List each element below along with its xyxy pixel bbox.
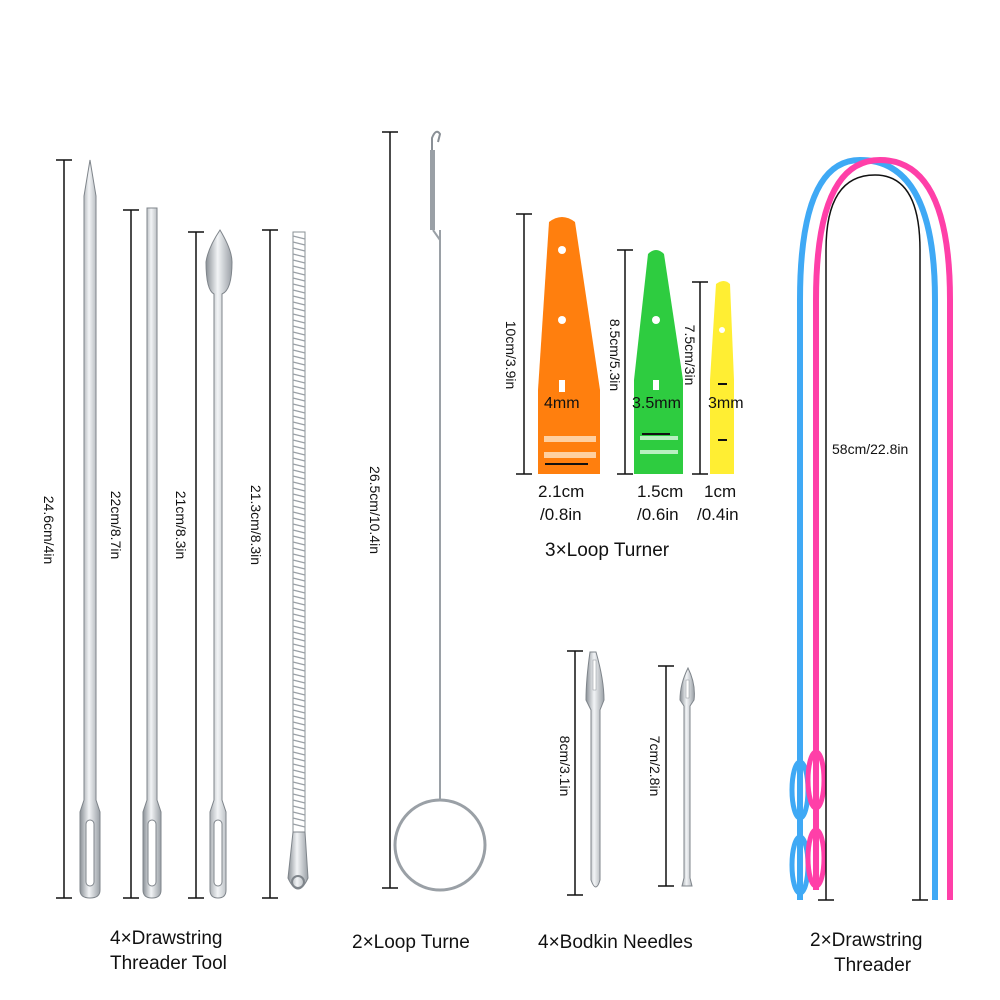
loop-turner-height-2: 8.5cm/5.3in	[607, 319, 623, 391]
bodkin-caption: 4×Bodkin Needles	[538, 932, 693, 953]
threader-dim-2: 22cm/8.7in	[108, 491, 124, 559]
bodkin-dimension-lines	[567, 650, 674, 896]
loop-turner-width-3a: 1cm	[704, 482, 736, 501]
loop-turner-width-1a: 2.1cm	[538, 482, 584, 501]
bodkin-dim-1: 8cm/3.1in	[557, 736, 573, 797]
drawstring-threader-caption-line1: 2×Drawstring	[810, 930, 922, 951]
bodkin-dim-2: 7cm/2.8in	[647, 736, 663, 797]
threader-needle-pointed	[79, 159, 101, 899]
loop-turner-orange	[538, 217, 600, 474]
bodkin-needle-1	[585, 651, 605, 888]
threader-needle-spatula	[205, 229, 233, 899]
drawstring-threader	[789, 156, 953, 901]
loop-turne-caption: 2×Loop Turne	[352, 932, 470, 953]
threader-dim-4: 21.3cm/8.3in	[248, 485, 264, 565]
loop-turner-green	[634, 250, 683, 474]
loop-turner-height-3: 7.5cm/3in	[682, 325, 698, 386]
threader-spring	[287, 231, 309, 890]
loop-turner-width-3b: /0.4in	[697, 505, 739, 524]
loop-turner-width-1b: /0.8in	[540, 505, 582, 524]
bodkin-needle-2	[679, 666, 695, 887]
loop-turne-dimension-line	[382, 131, 398, 889]
threader-needle-flat	[142, 207, 162, 899]
threader-dim-1: 24.6cm/4in	[41, 496, 57, 564]
threader-caption-line2: Threader Tool	[110, 953, 227, 974]
loop-turner-mm-2: 3.5mm	[632, 395, 681, 412]
drawstring-threader-dim: 58cm/22.8in	[832, 441, 908, 457]
loop-turner-height-1: 10cm/3.9in	[503, 321, 519, 389]
loop-turner-mm-3: 3mm	[708, 395, 744, 412]
loop-turner-caption: 3×Loop Turner	[545, 540, 670, 561]
loop-turner-dimension-lines	[516, 213, 708, 475]
drawstring-threader-caption-line2: Threader	[834, 955, 912, 976]
loop-turner-yellow	[710, 281, 734, 474]
loop-turne-hook	[393, 130, 487, 892]
loop-turner-width-2a: 1.5cm	[637, 482, 683, 501]
threader-caption-line1: 4×Drawstring	[110, 928, 222, 949]
loop-turner-mm-1: 4mm	[544, 395, 580, 412]
loop-turne-dim: 26.5cm/10.4in	[367, 466, 383, 554]
threader-tool-dimension-lines	[56, 159, 278, 899]
threader-dim-3: 21cm/8.3in	[173, 491, 189, 559]
loop-turner-width-2b: /0.6in	[637, 505, 679, 524]
